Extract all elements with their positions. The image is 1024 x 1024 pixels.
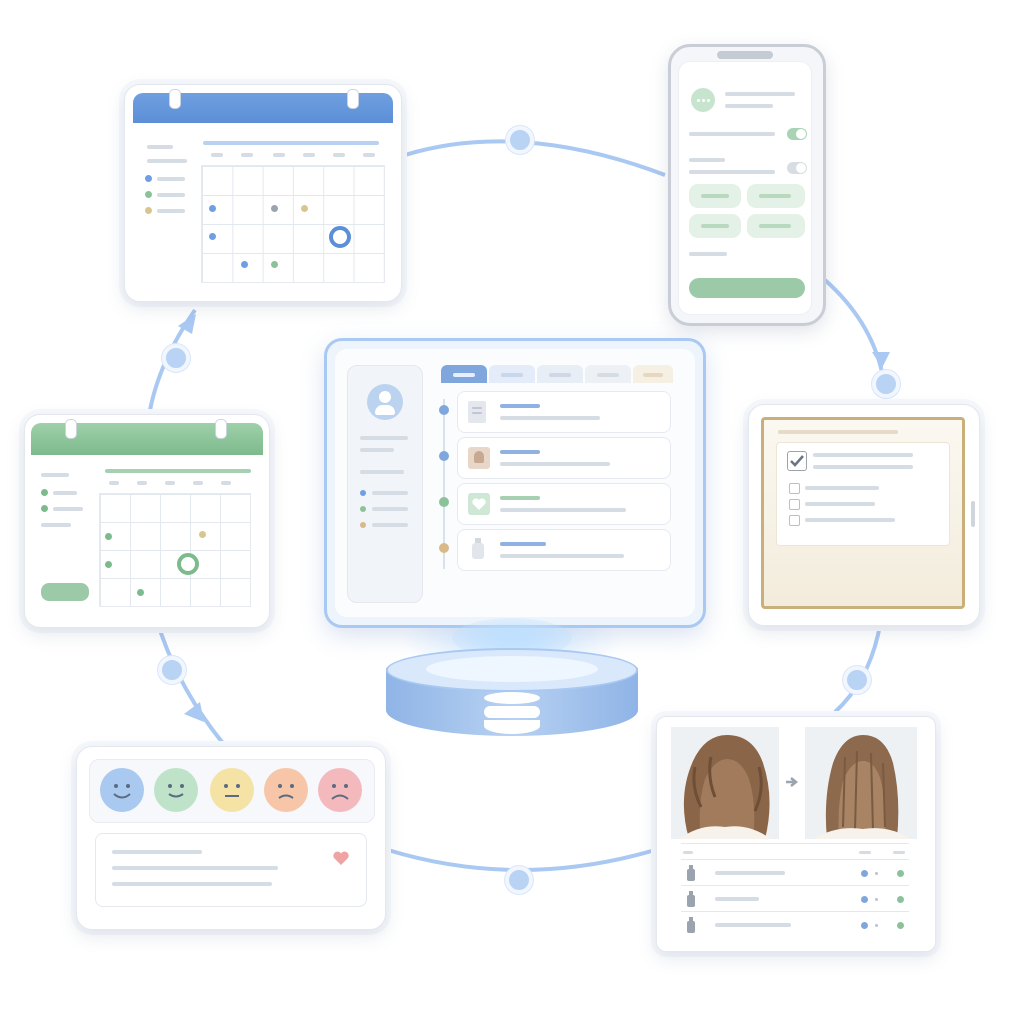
timeline-dot bbox=[439, 405, 449, 415]
calendar-card-green[interactable] bbox=[24, 414, 270, 628]
option-chip[interactable] bbox=[747, 184, 805, 208]
arrow-head-icon bbox=[178, 314, 196, 334]
chat-bubble-icon bbox=[691, 88, 715, 112]
timeline-line bbox=[443, 399, 445, 569]
timeline-item[interactable] bbox=[457, 437, 671, 479]
before-after-card[interactable] bbox=[656, 716, 936, 952]
checkbox-icon[interactable] bbox=[789, 515, 800, 526]
tablet-side-button[interactable] bbox=[971, 501, 975, 527]
database-hub bbox=[386, 648, 638, 744]
tab-5[interactable] bbox=[633, 365, 673, 383]
table-row[interactable] bbox=[669, 861, 921, 885]
happy-face-icon[interactable] bbox=[154, 768, 198, 812]
tablet-screen bbox=[761, 417, 965, 609]
checkbox-checked-icon[interactable] bbox=[787, 451, 807, 471]
tablet-checklist-card[interactable] bbox=[748, 404, 980, 626]
bottle-icon bbox=[472, 538, 484, 559]
after-photo[interactable] bbox=[805, 727, 917, 839]
sad-face-icon[interactable] bbox=[264, 768, 308, 812]
toggle-switch[interactable] bbox=[787, 128, 807, 140]
bottle-icon bbox=[687, 891, 695, 907]
calendar-grid[interactable] bbox=[99, 493, 251, 607]
feedback-card[interactable] bbox=[76, 746, 386, 930]
neutral-face-icon[interactable] bbox=[210, 768, 254, 812]
legend-dot bbox=[145, 191, 152, 198]
table-row[interactable] bbox=[669, 887, 921, 911]
database-icon bbox=[484, 692, 540, 738]
checkbox-icon[interactable] bbox=[789, 499, 800, 510]
very-happy-face-icon[interactable] bbox=[100, 768, 144, 812]
dashboard-screen bbox=[335, 349, 695, 617]
selected-day-icon[interactable] bbox=[177, 553, 199, 575]
calendar-action-button[interactable] bbox=[41, 583, 89, 601]
connector-node bbox=[162, 344, 190, 372]
arrow-head-icon bbox=[184, 702, 204, 722]
timeline-item[interactable] bbox=[457, 529, 671, 571]
person-photo-icon bbox=[468, 447, 490, 469]
connector-node bbox=[158, 656, 186, 684]
legend-dot bbox=[145, 207, 152, 214]
tab-3[interactable] bbox=[537, 365, 583, 383]
timeline-dot bbox=[439, 451, 449, 461]
document-icon bbox=[468, 401, 486, 423]
calendar-pin-icon bbox=[215, 419, 227, 439]
calendar-pin-icon bbox=[169, 89, 181, 109]
smiley-row bbox=[89, 759, 375, 823]
table-row[interactable] bbox=[669, 913, 921, 937]
legend-dot bbox=[145, 175, 152, 182]
connector-feedback-calendar bbox=[158, 629, 224, 744]
calendar-pin-icon bbox=[65, 419, 77, 439]
profile-sidebar bbox=[347, 365, 423, 603]
arrow-right-icon bbox=[785, 775, 799, 789]
timeline-dot bbox=[439, 497, 449, 507]
before-photo[interactable] bbox=[671, 727, 779, 839]
very-sad-face-icon[interactable] bbox=[318, 768, 362, 812]
timeline-dot bbox=[439, 543, 449, 553]
option-chip[interactable] bbox=[747, 214, 805, 238]
connector-phone-tablet bbox=[823, 278, 884, 373]
user-avatar-icon bbox=[367, 384, 403, 420]
phone-screen bbox=[678, 61, 812, 315]
tab-1[interactable] bbox=[441, 365, 487, 383]
timeline-item[interactable] bbox=[457, 483, 671, 525]
option-chip[interactable] bbox=[689, 214, 741, 238]
option-chip[interactable] bbox=[689, 184, 741, 208]
selected-day-icon[interactable] bbox=[329, 226, 351, 248]
connector-node bbox=[872, 370, 900, 398]
connector-node bbox=[506, 126, 534, 154]
checklist-panel bbox=[776, 442, 950, 546]
calendar-grid[interactable] bbox=[201, 165, 385, 283]
tab-2[interactable] bbox=[489, 365, 535, 383]
central-dashboard[interactable] bbox=[324, 338, 706, 628]
phone-notch bbox=[717, 51, 773, 59]
product-table bbox=[669, 843, 921, 937]
connector-node bbox=[505, 866, 533, 894]
bottle-icon bbox=[687, 917, 695, 933]
feedback-comment-box[interactable] bbox=[95, 833, 367, 907]
tab-4[interactable] bbox=[585, 365, 631, 383]
calendar-pin-icon bbox=[347, 89, 359, 109]
bottle-icon bbox=[687, 865, 695, 881]
arrow-head-icon bbox=[872, 352, 890, 368]
calendar-card-blue[interactable] bbox=[124, 84, 402, 302]
checkbox-icon[interactable] bbox=[789, 483, 800, 494]
mobile-phone-frame[interactable] bbox=[668, 44, 826, 326]
connector-node bbox=[843, 666, 871, 694]
heart-icon[interactable] bbox=[332, 850, 350, 866]
toggle-switch[interactable] bbox=[787, 162, 807, 174]
heart-icon bbox=[468, 493, 490, 515]
timeline-item[interactable] bbox=[457, 391, 671, 433]
phone-submit-button[interactable] bbox=[689, 278, 805, 298]
connector-calendar-phone bbox=[404, 139, 666, 177]
